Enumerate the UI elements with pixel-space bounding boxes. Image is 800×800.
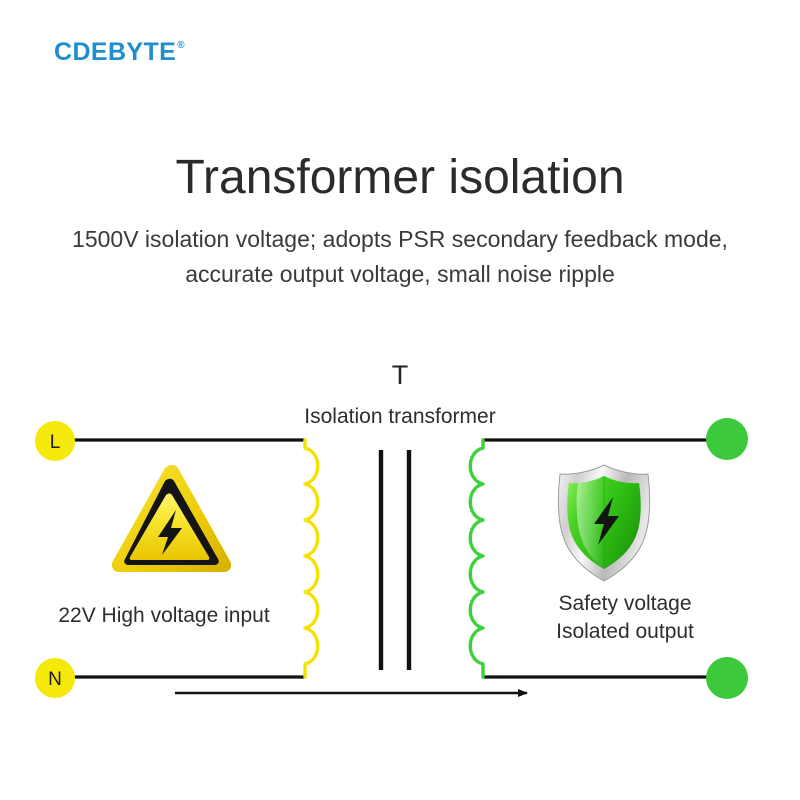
high-voltage-warning-icon [111,465,232,572]
transformer-caption: Isolation transformer [304,405,496,428]
output-caption-line-1: Safety voltage [558,592,692,615]
brand-name: CDEBYTE [54,38,177,66]
terminal-neutral[interactable]: N [35,658,75,698]
transformer-symbol: T [391,360,409,390]
subtitle-line-1: 1500V isolation voltage; adopts PSR seco… [72,226,728,252]
transformer-diagram: L N [0,340,800,740]
terminal-neutral-label: N [48,669,62,690]
output-caption-line-2: Isolated output [556,620,694,644]
registered-trademark-icon: ® [177,40,185,51]
circuit-svg: L N [35,418,748,699]
terminal-live[interactable]: L [35,421,75,461]
transformer-core [378,450,412,670]
terminal-output-top[interactable] [706,418,748,460]
brand-logo: CDEBYTE ® [54,40,185,65]
page-subtitle: 1500V isolation voltage; adopts PSR seco… [0,222,800,291]
page-title: Transformer isolation [175,151,625,205]
input-caption: 22V High voltage input [58,604,270,627]
subtitle-line-2: accurate output voltage, small noise rip… [185,260,615,287]
secondary-winding-coil [468,438,485,679]
output-caption: Safety voltage Isolated output [500,590,750,647]
terminal-live-label: L [50,432,61,453]
safety-shield-icon [557,464,651,582]
primary-winding-coil [303,438,320,679]
terminal-output-bottom[interactable] [706,657,748,699]
